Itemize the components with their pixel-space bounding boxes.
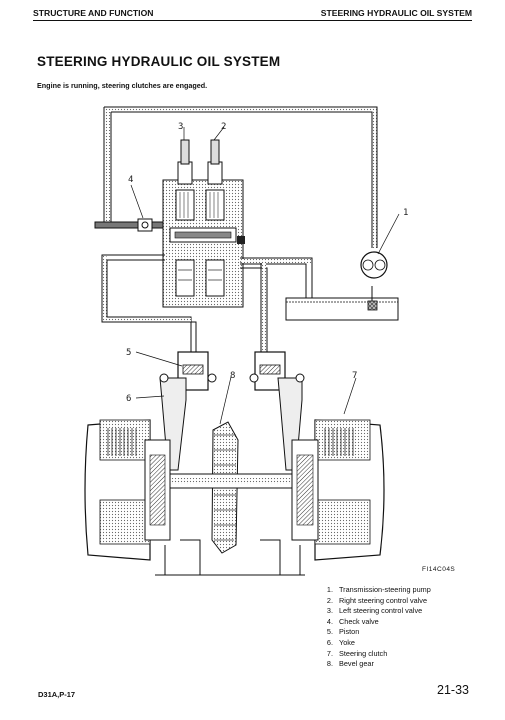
callout-labels: 1 2 3 4 5 6 7 8: [126, 122, 408, 404]
leader-lines: [130, 126, 400, 425]
return-line: [103, 106, 378, 248]
oil-tank: [285, 286, 399, 321]
header-topic-title: STEERING HYDRAULIC OIL SYSTEM: [320, 8, 472, 18]
callout-4: 4: [128, 175, 133, 185]
figure-number: FI14C04S: [422, 566, 456, 573]
legend-item: 5.Piston: [326, 627, 360, 637]
steering-clutch-left: [84, 419, 171, 561]
return-line-fill: [105, 108, 377, 248]
legend-item: 2.Right steering control valve: [326, 595, 428, 605]
page-header: STRUCTURE AND FUNCTION STEERING HYDRAULI…: [33, 6, 472, 21]
callout-7: 7: [352, 371, 357, 381]
footer-page-number: 21-33: [437, 683, 469, 697]
callout-5: 5: [126, 348, 131, 358]
footer-model: D31A,P-17: [38, 690, 76, 699]
page-subtitle: Engine is running, steering clutches are…: [37, 81, 208, 90]
header-section-title: STRUCTURE AND FUNCTION: [33, 8, 154, 18]
callout-6: 6: [126, 394, 131, 404]
legend-item: 6.Yoke: [326, 637, 355, 647]
piston-left: [177, 351, 209, 391]
steering-control-valve: [162, 139, 245, 308]
legend-item: 1.Transmission-steering pump: [326, 585, 431, 594]
legend-item: 3.Left steering control valve: [326, 606, 423, 616]
callout-3: 3: [178, 122, 183, 132]
callout-1: 1: [403, 208, 408, 218]
steering-clutch-right: [291, 419, 385, 561]
legend-item: 7.Steering clutch: [326, 648, 388, 658]
parts-legend: 1.Transmission-steering pump 2.Right ste…: [311, 585, 431, 670]
transmission-steering-pump: [360, 251, 388, 279]
legend-item: 4.Check valve: [326, 616, 379, 626]
piston-lines-fill: [103, 256, 311, 352]
supply-line: [94, 218, 166, 232]
callout-8: 8: [230, 371, 235, 381]
legend-item: 8.Bevel gear: [326, 659, 374, 669]
page-title: STEERING HYDRAULIC OIL SYSTEM: [37, 54, 281, 69]
callout-2: 2: [221, 122, 226, 132]
housing-outline: [155, 539, 305, 576]
